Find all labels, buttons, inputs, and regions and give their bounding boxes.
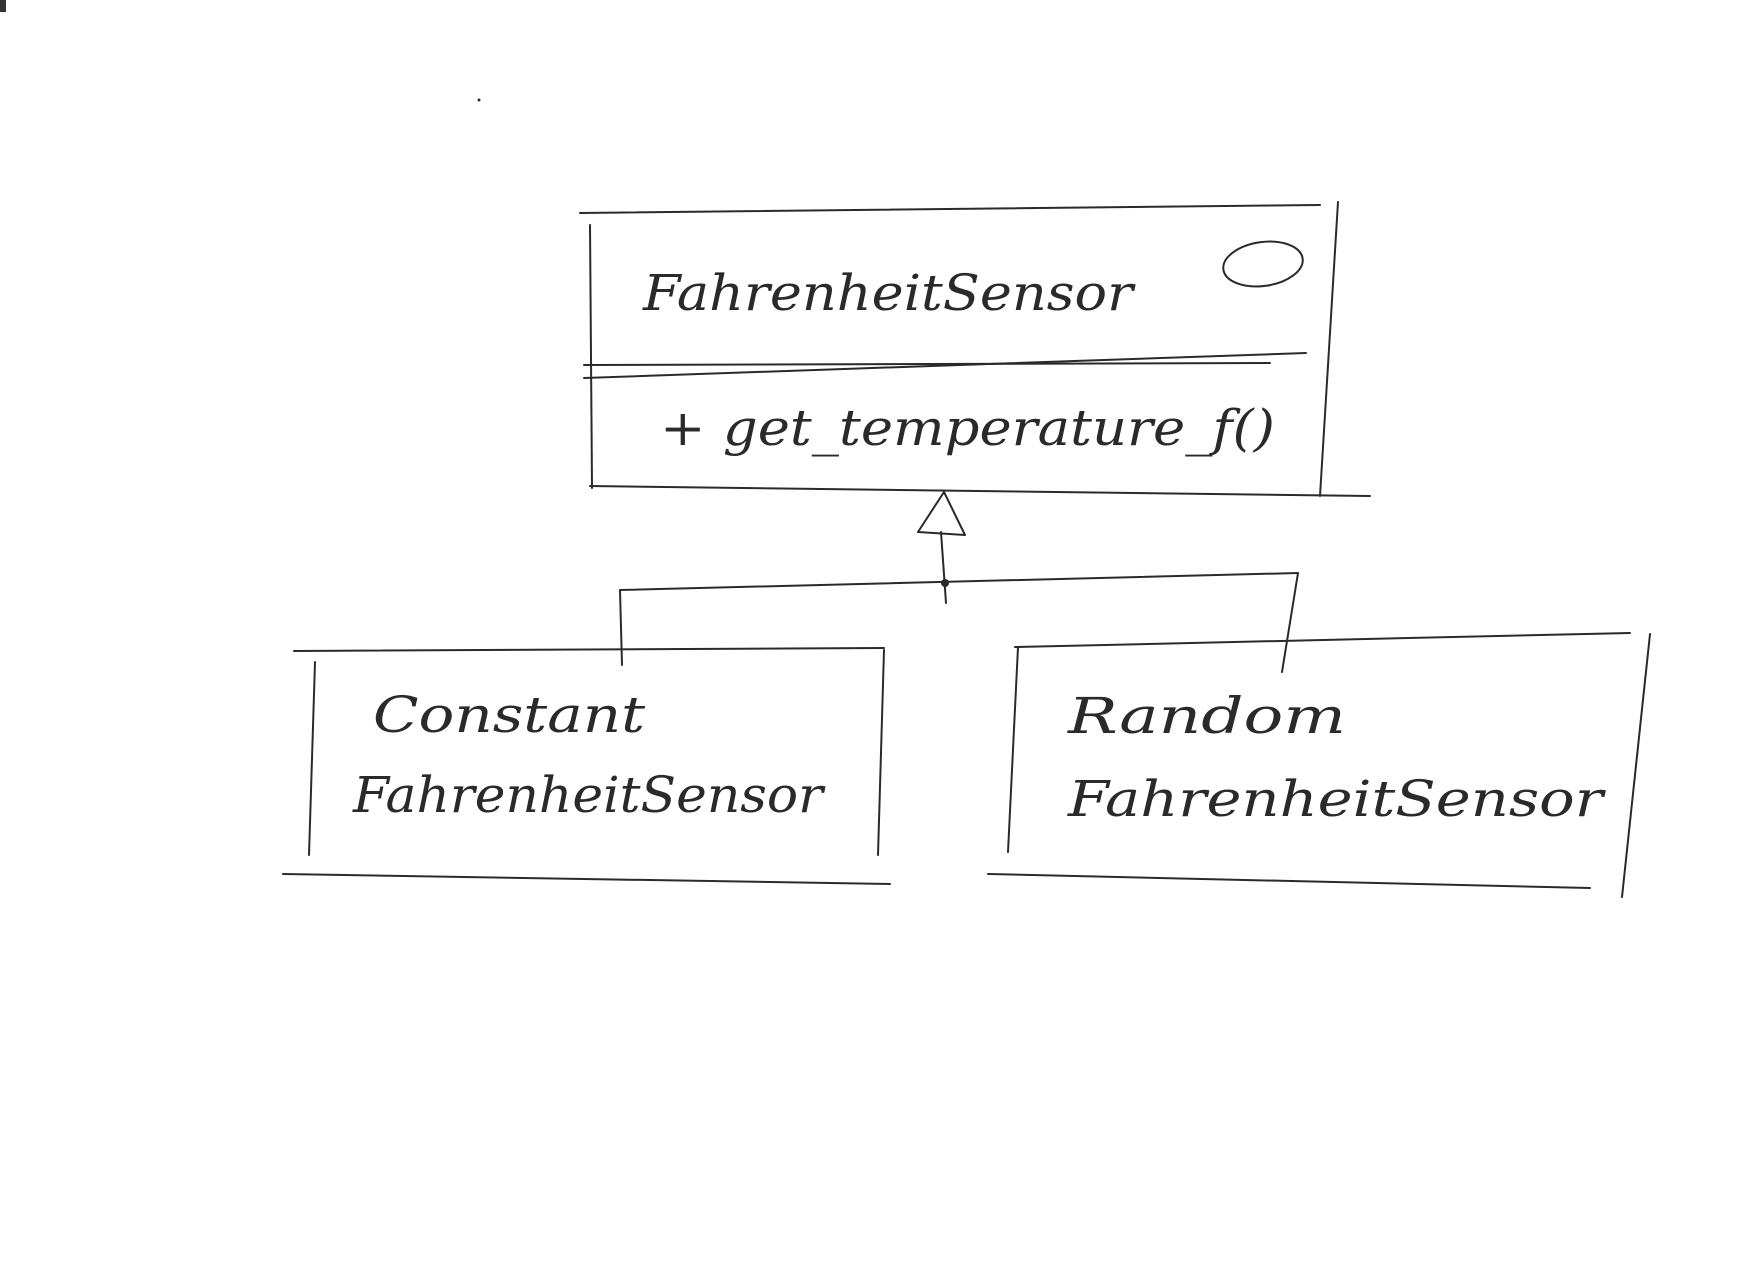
constant-box-bottom-edge — [282, 873, 891, 885]
connector-left-drop — [619, 589, 623, 666]
base-class-left-edge — [589, 224, 593, 489]
constant-class-name-line1: Constant — [373, 686, 646, 744]
base-class-separator-upper — [583, 362, 1271, 366]
random-box-bottom-edge — [987, 873, 1591, 889]
junction-dot — [941, 579, 949, 587]
inheritance-stem — [940, 531, 947, 604]
inheritance-connector — [619, 572, 1299, 673]
connector-horizontal — [619, 572, 1299, 591]
random-box-top-edge — [1014, 632, 1631, 648]
random-box-right-edge — [1621, 633, 1651, 898]
base-class-separator-lower — [583, 352, 1307, 379]
connector-right-drop — [1281, 572, 1299, 673]
abstract-marker-oval-icon — [1222, 240, 1304, 288]
scan-corner-mark — [0, 0, 6, 12]
base-class-method: + get_temperature_f() — [660, 399, 1275, 457]
random-box-left-edge — [1007, 646, 1019, 853]
base-class-box: FahrenheitSensor + get_temperature_f() — [579, 201, 1371, 497]
constant-class-name-line2: FahrenheitSensor — [352, 766, 826, 824]
constant-box-right-edge — [877, 649, 885, 856]
constant-box-top-edge — [293, 647, 885, 652]
random-class-name-line1: Random — [1067, 687, 1346, 745]
random-sensor-class-box: Random FahrenheitSensor — [987, 632, 1651, 898]
base-class-name: FahrenheitSensor — [642, 264, 1136, 322]
inheritance-arrowhead-icon — [917, 491, 966, 536]
base-class-right-edge — [1319, 201, 1339, 497]
inheritance-arrow — [917, 491, 966, 604]
random-class-name-line2: FahrenheitSensor — [1067, 770, 1607, 828]
stray-dot — [477, 98, 481, 102]
constant-box-left-edge — [308, 661, 316, 856]
constant-sensor-class-box: Constant FahrenheitSensor — [282, 647, 891, 885]
base-class-top-edge — [579, 204, 1321, 214]
base-class-bottom-edge — [589, 485, 1371, 497]
